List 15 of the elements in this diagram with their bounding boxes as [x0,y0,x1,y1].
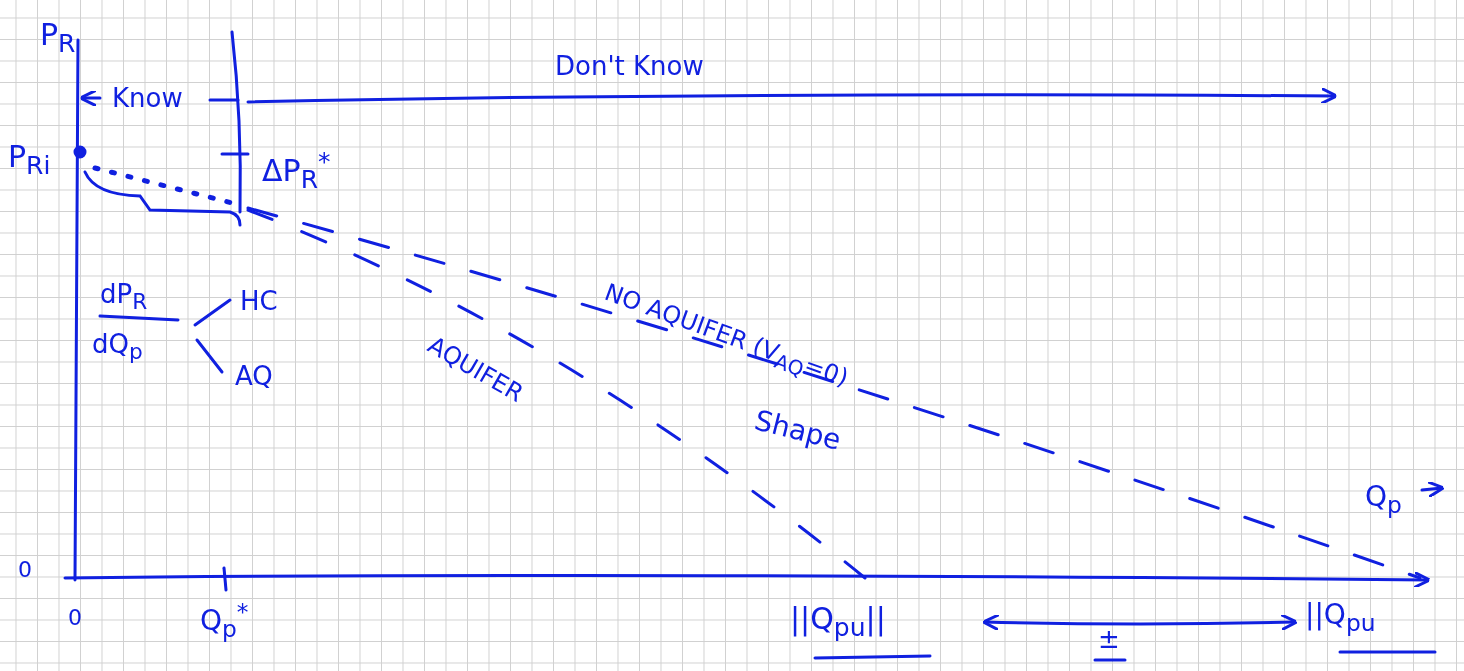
branch-label: AQ [235,362,273,391]
origin-label: 0 [18,558,32,583]
tick-label: ± [1098,625,1120,654]
origin-label: 0 [68,606,82,631]
tick-label: ||Q$_{pu}$ [1305,600,1376,637]
range-label: Know [112,84,183,113]
axis-label: P$_{R}$ [40,18,76,58]
tick-label: ||Q$_{pu}$|| [790,602,886,642]
value-label: P$_{Ri}$ [8,140,51,180]
derivative-label: dQ$_{p}$ [92,330,143,364]
branch-label: HC [240,287,278,316]
axis-label: Q$_{p}$ [1365,482,1402,519]
range-label: Don't Know [555,52,704,81]
derivative-label: dP$_{R}$ [100,280,148,314]
curve-label: Shape [751,405,844,457]
